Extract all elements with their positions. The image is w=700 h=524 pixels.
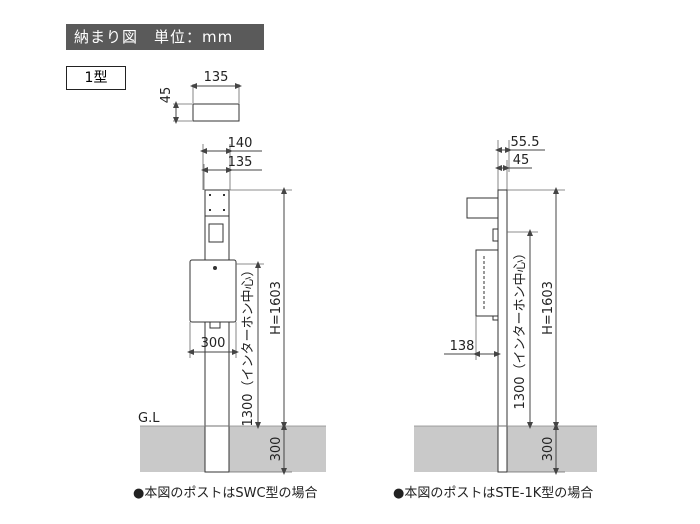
right-height-dims: H=1603 1300（インターホン中心） 300 [507,187,565,475]
left-h-total-label: H=1603 [269,281,284,335]
right-caption: ●本図のポストはSTE-1K型の場合 [393,486,593,501]
mailbox-bracket [209,321,221,329]
side-intercom-housing [466,197,499,219]
top-view-width-label: 135 [204,70,229,85]
dim-140-label: 140 [228,136,253,151]
right-embed-label: 300 [541,437,556,462]
right-depth-dims: 55.5 45 [495,135,545,190]
side-mailbox-depth-dim: 138 [444,316,501,360]
left-width-dims: 140 135 [200,136,262,190]
mailbox-width-dim: 300 [187,322,239,358]
nameplate-window [208,223,224,243]
left-post [189,189,237,473]
drawing-title: 納まり図 単位：mm [66,24,264,50]
side-fitting [492,228,499,242]
side-post-buried-part [497,425,508,473]
left-h-intercom-label: 1300（インターホン中心） [241,263,256,426]
intercom-plate [204,189,230,217]
left-caption: ●本図のポストはSWC型の場合 [133,486,318,501]
top-view-depth-label: 45 [159,87,174,104]
right-h-intercom-label: 1300（インターホン中心） [513,246,528,409]
post-buried-part [204,425,230,473]
top-view: 135 45 [159,70,242,124]
left-embed-label: 300 [269,437,284,462]
right-h-total-label: H=1603 [541,281,556,335]
dim-135-label: 135 [228,155,253,170]
dim-55-5-label: 55.5 [511,135,540,150]
dim-45-label: 45 [513,153,530,168]
type-label: 1型 [66,66,126,90]
mailbox-body [189,259,237,323]
gl-label: G.L [138,411,160,426]
side-mailbox [475,249,499,317]
dim-300-width-label: 300 [201,336,226,351]
left-height-dims: H=1603 1300（インターホン中心） 300 [229,187,292,475]
top-view-plate [192,103,240,122]
dim-138-label: 138 [450,339,475,354]
ground-left [140,426,326,472]
